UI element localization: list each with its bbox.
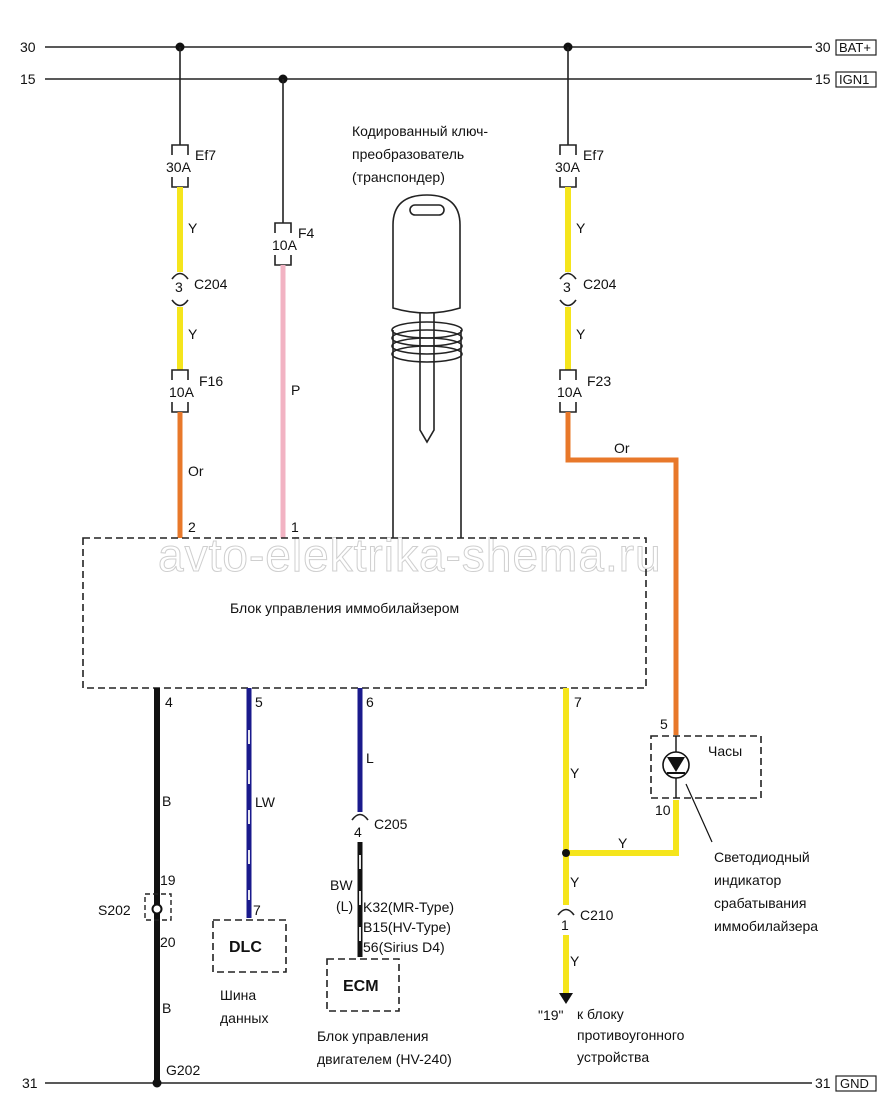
g202-label: G202 xyxy=(166,1062,200,1078)
f23-name: F23 xyxy=(587,373,611,389)
clock-pin-in: 5 xyxy=(660,716,668,732)
s202-top-pin: 19 xyxy=(160,872,176,888)
ign-branch: 10A F4 P 1 xyxy=(272,74,315,538)
pin-4-label: 4 xyxy=(165,694,173,710)
c204-right-name: C204 xyxy=(583,276,617,292)
ecm-pin-1: K32(MR-Type) xyxy=(363,899,454,915)
wire-b-label-1: B xyxy=(162,793,171,809)
clock-label: Часы xyxy=(708,743,742,759)
ef7-right-name: Ef7 xyxy=(583,147,604,163)
ef7-right-amp: 30A xyxy=(555,159,581,175)
ecm-caption-2: двигателем (HV-240) xyxy=(317,1051,452,1067)
pin-7-label: 7 xyxy=(574,694,582,710)
bus-15-right-label: 15 xyxy=(815,71,831,87)
bus-30-left-label: 30 xyxy=(20,39,36,55)
wire-b-label-2: B xyxy=(162,1000,171,1016)
f16-name: F16 xyxy=(199,373,223,389)
wire-bw-label: BW xyxy=(330,877,353,893)
c204-left-name: C204 xyxy=(194,276,228,292)
c205-name: C205 xyxy=(374,816,408,832)
wire-y-label-3: Y xyxy=(576,220,586,236)
wire-or-label-left: Or xyxy=(188,463,204,479)
transponder-caption-1: Кодированный ключ- xyxy=(352,123,488,139)
right-power-branch: 30A Ef7 Y 3 C204 Y 10A F23 Or xyxy=(555,42,679,735)
wire-y-label-2: Y xyxy=(188,326,198,342)
immobilizer-unit: Блок управления иммобилайзером xyxy=(82,537,647,689)
bus-15: 15 15 IGN1 xyxy=(20,71,877,88)
ign-tag: IGN1 xyxy=(839,72,869,87)
c205-pin: 4 xyxy=(354,824,362,840)
s202-bottom-pin: 20 xyxy=(160,934,176,950)
immo-unit-label: Блок управления иммобилайзером xyxy=(230,600,459,616)
ground-wire: 4 B 19 20 S202 B G202 xyxy=(98,688,200,1088)
led-caption-1: Светодиодный xyxy=(714,849,810,865)
ecm-pin-3: 56(Sirius D4) xyxy=(363,939,445,955)
wire-or-label-right: Or xyxy=(614,440,630,456)
transponder-caption-2: преобразователь xyxy=(352,146,464,162)
antitheft-caption-3: устройства xyxy=(577,1049,649,1065)
f16-amp: 10A xyxy=(169,384,195,400)
wire-p-label: P xyxy=(291,382,300,398)
bat-tag: BAT+ xyxy=(839,40,871,55)
ef7-left-name: Ef7 xyxy=(195,147,216,163)
antitheft-pin: "19" xyxy=(538,1007,564,1023)
wire-y-label-4: Y xyxy=(576,326,586,342)
bus-30-right-label: 30 xyxy=(815,39,831,55)
wire-l-paren-label: (L) xyxy=(336,898,353,914)
bus-31: 31 31 GND xyxy=(22,1075,877,1092)
wire-y-label-1: Y xyxy=(188,220,198,236)
clock-led: 5 10 Часы Светодиодный индикатор срабаты… xyxy=(650,716,818,934)
wire-lw-label: LW xyxy=(255,794,276,810)
gnd-tag: GND xyxy=(840,1076,869,1091)
bus-30: 30 30 BAT+ xyxy=(20,39,877,56)
f23-amp: 10A xyxy=(557,384,583,400)
led-caption-4: иммобилайзера xyxy=(714,918,818,934)
wire-y-label-5: Y xyxy=(570,765,580,781)
wire-y-label-6: Y xyxy=(618,835,628,851)
c210-pin: 1 xyxy=(561,917,569,933)
bus-15-left-label: 15 xyxy=(20,71,36,87)
ecm-wire: 6 L 4 C205 BW (L) K32(MR-Type) B15(HV-Ty… xyxy=(317,688,454,1067)
ef7-left-amp: 30A xyxy=(166,159,192,175)
led-caption-2: индикатор xyxy=(714,872,781,888)
dlc-pin-label: 7 xyxy=(253,902,261,918)
antitheft-caption-1: к блоку xyxy=(577,1006,624,1022)
data-bus-wire: 5 LW 7 DLC Шина данных xyxy=(212,688,287,1026)
led-caption-3: срабатывания xyxy=(714,895,806,911)
dlc-caption-2: данных xyxy=(220,1010,268,1026)
transponder-caption-3: (транспондер) xyxy=(352,169,445,185)
antitheft-caption-2: противоугонного xyxy=(577,1027,685,1043)
ecm-caption-1: Блок управления xyxy=(317,1028,429,1044)
ecm-label: ECM xyxy=(343,978,379,995)
wire-y-label-8: Y xyxy=(570,953,580,969)
watermark: avto-elektrika-shema.ru xyxy=(158,529,662,581)
dlc-label: DLC xyxy=(229,939,262,956)
dlc-caption-1: Шина xyxy=(220,987,256,1003)
c210-name: C210 xyxy=(580,907,614,923)
left-power-branch: 30A Ef7 Y 3 C204 Y 10A F16 Or 2 xyxy=(166,42,228,538)
wire-l-label: L xyxy=(366,750,374,766)
c204-right-pin: 3 xyxy=(563,279,571,295)
f4-name: F4 xyxy=(298,225,315,241)
transponder: Кодированный ключ- преобразователь (тран… xyxy=(352,123,488,538)
bus-31-left-label: 31 xyxy=(22,1075,38,1091)
pin-6-label: 6 xyxy=(366,694,374,710)
ecm-pin-2: B15(HV-Type) xyxy=(363,919,451,935)
pin-2-label: 2 xyxy=(188,519,196,535)
clock-pin-out: 10 xyxy=(655,802,671,818)
f4-amp: 10A xyxy=(272,237,298,253)
pin-1-label: 1 xyxy=(291,519,299,535)
bus-31-right-label: 31 xyxy=(815,1075,831,1091)
c204-left-pin: 3 xyxy=(175,279,183,295)
wire-y-label-7: Y xyxy=(570,874,580,890)
s202-label: S202 xyxy=(98,902,131,918)
antitheft-wire: 7 Y Y Y 1 C210 Y "19" к блоку противоуго… xyxy=(538,688,685,1065)
pin-5-label: 5 xyxy=(255,694,263,710)
